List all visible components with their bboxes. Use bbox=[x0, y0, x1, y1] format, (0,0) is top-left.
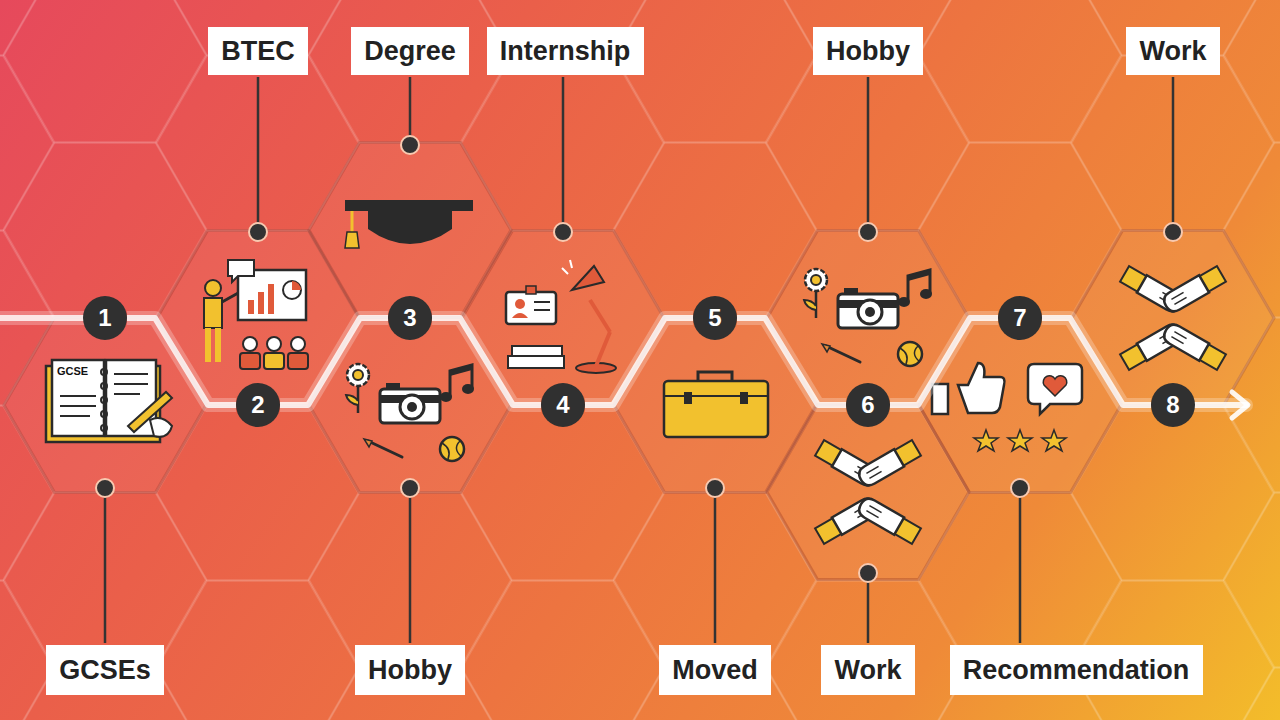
callout-number: 1 bbox=[98, 306, 111, 330]
path-connector bbox=[432, 318, 541, 405]
path-connector bbox=[890, 318, 998, 405]
path-connector bbox=[127, 318, 236, 405]
path-line bbox=[890, 318, 998, 405]
hands-icon bbox=[810, 439, 921, 545]
grid-hexagon bbox=[1072, 56, 1274, 231]
label-box: Moved bbox=[659, 645, 771, 695]
path-glow bbox=[280, 318, 388, 405]
presenter-icon bbox=[204, 260, 308, 369]
path-glow bbox=[890, 318, 998, 405]
path-glow bbox=[1042, 318, 1151, 405]
leader-dots bbox=[96, 136, 1182, 582]
step-number: 5 bbox=[693, 296, 737, 340]
path-line bbox=[432, 318, 541, 405]
hobby-icons bbox=[804, 269, 932, 366]
grid-hexagon bbox=[1224, 0, 1280, 143]
grid-hexagon bbox=[4, 493, 206, 668]
path-connector bbox=[737, 318, 846, 405]
step-number: 8 bbox=[1151, 383, 1195, 427]
path-arrowhead bbox=[1232, 392, 1248, 418]
step-number: 1 bbox=[83, 296, 127, 340]
step-number: 7 bbox=[998, 296, 1042, 340]
notebook-icon bbox=[46, 360, 172, 442]
grid-hexagon bbox=[4, 0, 206, 143]
path-glow bbox=[585, 318, 693, 405]
grid-hexagon bbox=[462, 581, 664, 720]
label-box: Degree bbox=[351, 27, 469, 75]
callout-number: 8 bbox=[1166, 393, 1179, 417]
step-number: 2 bbox=[236, 383, 280, 427]
callout-number: 5 bbox=[708, 306, 721, 330]
grid-hexagon bbox=[309, 493, 511, 668]
label-box: Hobby bbox=[355, 645, 465, 695]
path-connector bbox=[1042, 318, 1151, 405]
briefcase-icon bbox=[664, 372, 768, 437]
callout-number: 6 bbox=[861, 393, 874, 417]
label-box: Internship bbox=[487, 27, 644, 75]
path-line bbox=[585, 318, 693, 405]
label-text: Internship bbox=[500, 38, 631, 65]
path-line bbox=[127, 318, 236, 405]
grid-hexagon bbox=[1224, 668, 1280, 720]
grid-hexagon bbox=[767, 581, 969, 720]
grid-hexagon bbox=[0, 56, 54, 231]
grid-hexagon bbox=[157, 581, 359, 720]
path-glow bbox=[737, 318, 846, 405]
label-text: Hobby bbox=[368, 657, 452, 684]
label-text: Hobby bbox=[826, 38, 910, 65]
step-number: 3 bbox=[388, 296, 432, 340]
label-box: Work bbox=[1126, 27, 1220, 75]
leader-lines bbox=[105, 77, 1173, 643]
path-end bbox=[1195, 402, 1246, 408]
label-box: GCSEs bbox=[46, 645, 164, 695]
path-start bbox=[0, 315, 85, 321]
path-line bbox=[737, 318, 846, 405]
path-line bbox=[280, 318, 388, 405]
callout-number: 7 bbox=[1013, 306, 1026, 330]
path-connector bbox=[280, 318, 388, 405]
step-number: 4 bbox=[541, 383, 585, 427]
path-glow bbox=[127, 318, 236, 405]
label-box: BTEC bbox=[208, 27, 308, 75]
recommendation-icon bbox=[932, 363, 1082, 451]
hobby-icons bbox=[346, 364, 474, 461]
path-connector bbox=[585, 318, 693, 405]
grid-hexagon bbox=[1224, 493, 1280, 668]
book-label: GCSE bbox=[57, 366, 88, 377]
graduation-cap-icon bbox=[345, 200, 473, 248]
grid-hexagon bbox=[614, 0, 816, 143]
label-box: Work bbox=[821, 645, 915, 695]
grid-hexagon bbox=[919, 0, 1121, 143]
grid-hexagon bbox=[767, 56, 969, 231]
grid-hexagon bbox=[309, 0, 511, 143]
path-glow bbox=[0, 311, 85, 325]
internship-icon bbox=[506, 260, 616, 373]
label-text: GCSEs bbox=[59, 657, 151, 684]
label-box: Hobby bbox=[813, 27, 923, 75]
callout-number: 3 bbox=[403, 306, 416, 330]
label-box: Recommendation bbox=[950, 645, 1203, 695]
label-text: Degree bbox=[364, 38, 456, 65]
label-text: BTEC bbox=[221, 38, 295, 65]
label-text: Work bbox=[834, 657, 901, 684]
label-text: Recommendation bbox=[963, 657, 1190, 684]
label-text: Moved bbox=[672, 657, 758, 684]
callout-number: 4 bbox=[556, 393, 569, 417]
hands-icon bbox=[1115, 265, 1226, 371]
callout-number: 2 bbox=[251, 393, 264, 417]
label-text: Work bbox=[1139, 38, 1206, 65]
path-glow bbox=[432, 318, 541, 405]
step-number: 6 bbox=[846, 383, 890, 427]
path-line bbox=[1042, 318, 1151, 405]
